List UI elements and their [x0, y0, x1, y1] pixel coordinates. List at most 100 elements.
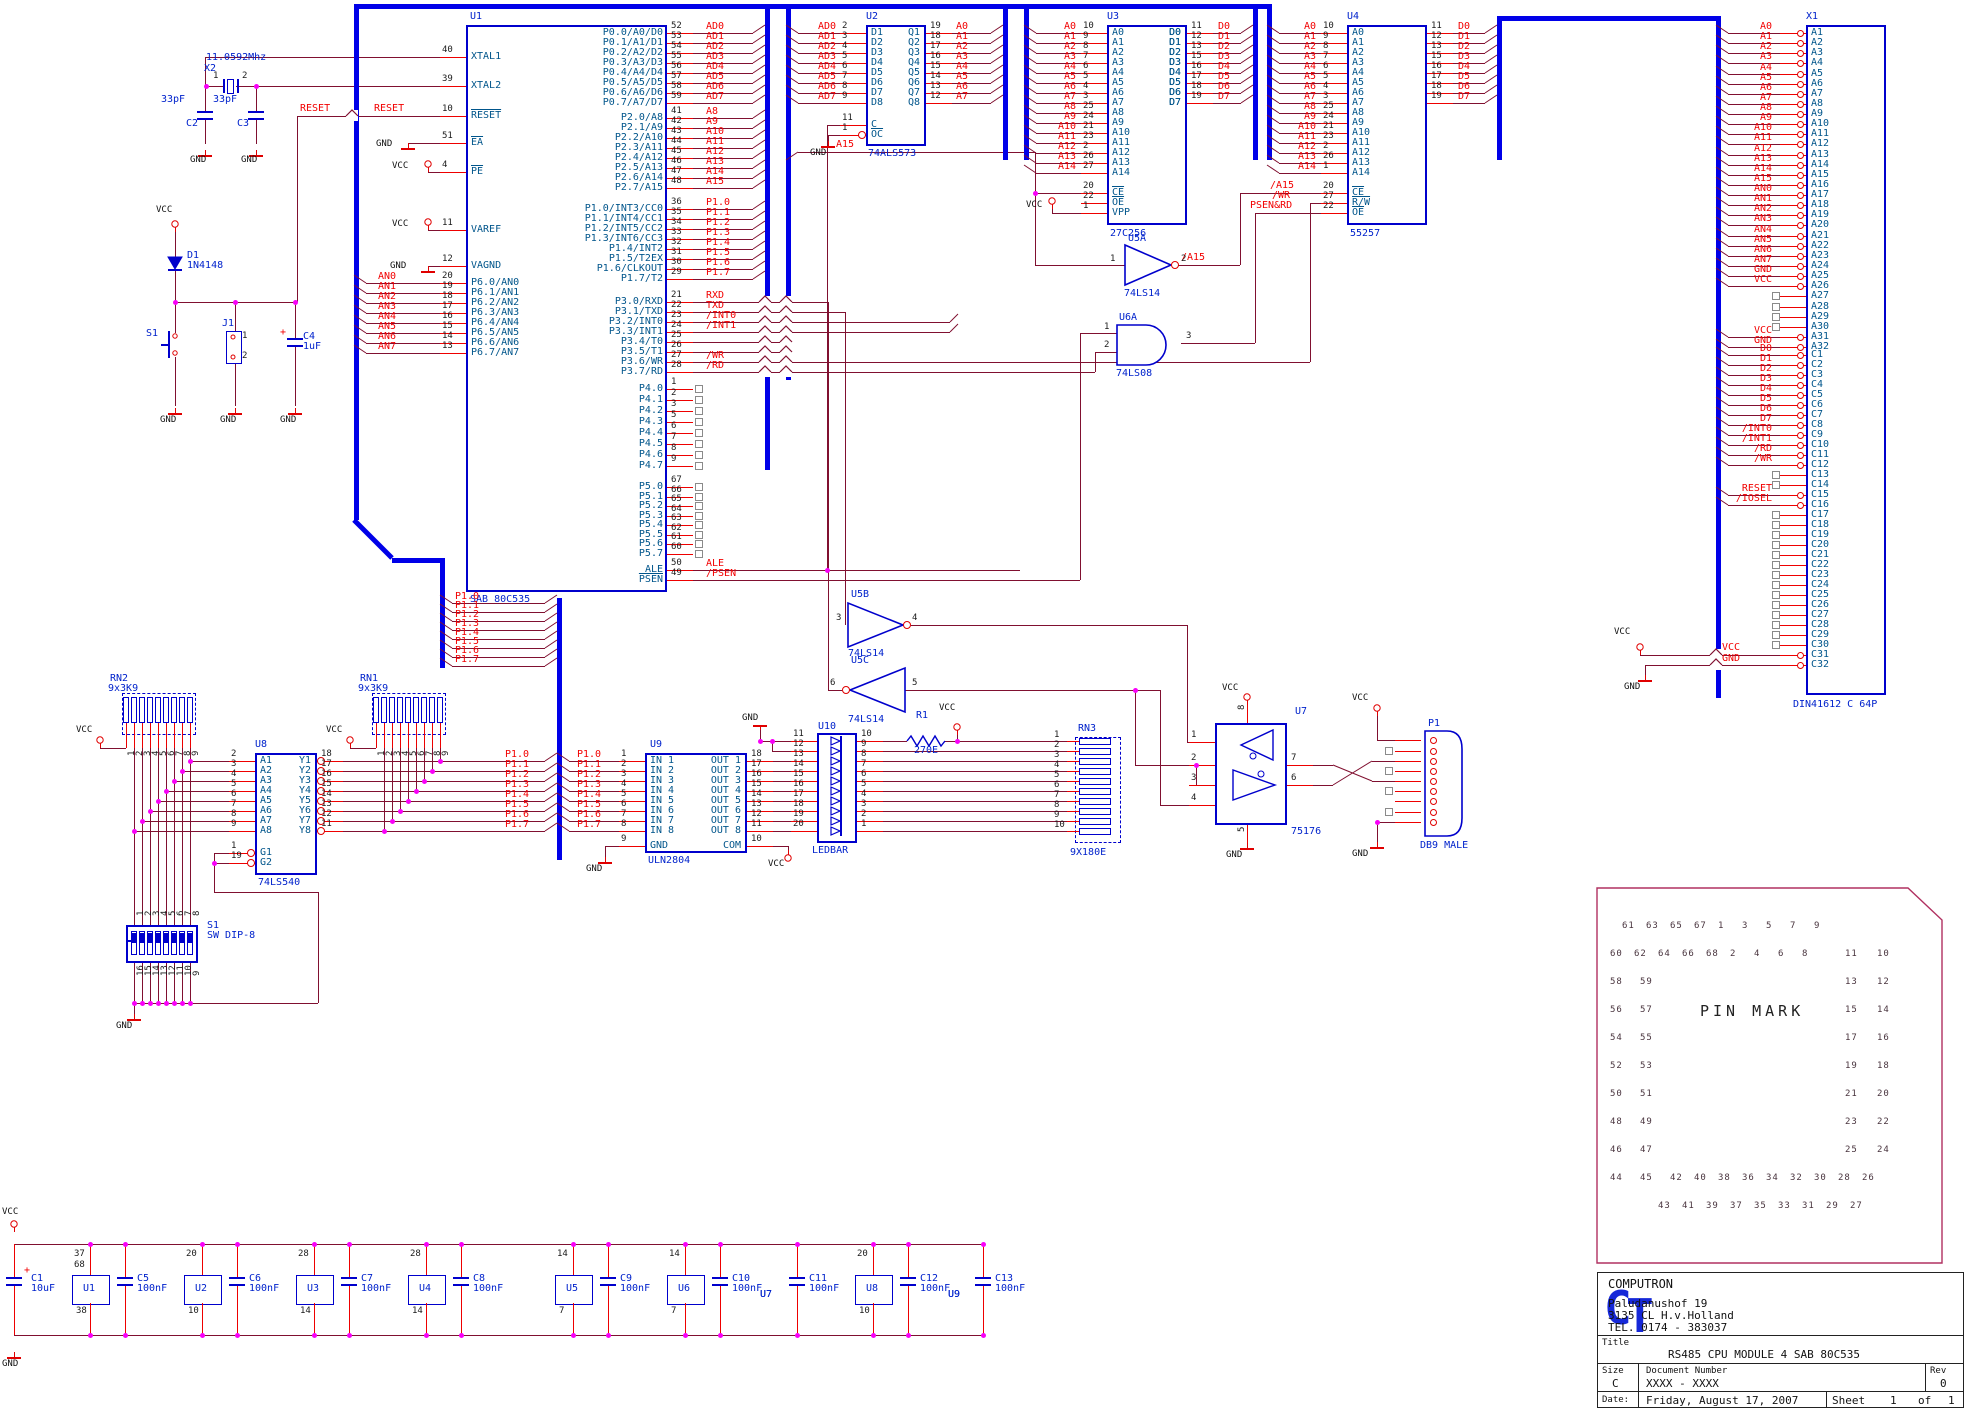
component-label: U5C	[851, 655, 870, 666]
pin-number: 18	[1191, 81, 1202, 91]
rnet-pin	[158, 723, 159, 748]
pin-stub	[747, 811, 773, 812]
bus-entry	[990, 74, 1004, 84]
pin-name: Y8	[298, 825, 311, 836]
bus-entry	[353, 334, 367, 344]
pinmark-number: 30	[1814, 1173, 1827, 1183]
bus	[440, 558, 445, 668]
pin-name: P0.0/A0/D0	[602, 27, 663, 38]
pin-name: A19	[1811, 209, 1830, 220]
net-label: AD6	[706, 81, 725, 92]
gnd-bar	[198, 155, 212, 157]
bus-hop	[779, 315, 793, 323]
pin-stub	[440, 57, 466, 58]
vcc-stem	[1640, 650, 1641, 655]
sheet-of-label: of	[1918, 1394, 1932, 1407]
dip-to-buffer-wire	[190, 761, 229, 762]
no-connect-square	[1385, 767, 1393, 775]
net-wire	[693, 372, 1095, 373]
pinmark-number: 48	[1610, 1117, 1623, 1127]
pin-stub	[1321, 193, 1347, 194]
pin-name: P5.3	[638, 510, 663, 521]
pin-name: P2.2/A10	[614, 132, 663, 143]
net-wire	[1036, 173, 1081, 174]
vcc-stem	[100, 743, 101, 748]
gnd-bar	[421, 271, 435, 273]
pin-number: 62	[671, 523, 682, 533]
pin-name: C	[871, 119, 878, 130]
pin-name: C5	[1811, 389, 1824, 400]
vcc-stem	[175, 227, 176, 232]
connector-pin-circle	[1797, 442, 1804, 449]
bus-entry	[752, 84, 766, 94]
pin-name: IN 2	[650, 765, 675, 776]
pin-name: C28	[1811, 619, 1830, 630]
pin-number: 5	[231, 779, 237, 789]
power-pin-block	[296, 1275, 334, 1305]
pin-number: 13	[930, 81, 941, 91]
pin-stub	[791, 831, 817, 832]
gnd-bar	[228, 413, 242, 415]
pin-stub	[1780, 455, 1806, 456]
pin-stub	[1321, 163, 1347, 164]
bus-entry	[439, 621, 453, 631]
pin-stub	[667, 544, 693, 545]
pin-stub	[667, 411, 693, 412]
rn1-column	[408, 748, 409, 801]
pin-number: 6	[621, 799, 627, 809]
pin-stub	[1780, 84, 1806, 85]
net-wire	[693, 188, 753, 189]
junction-dot	[148, 809, 153, 814]
bus-entry	[752, 54, 766, 64]
net-label: P1.3	[455, 618, 480, 629]
bus-entry	[752, 149, 766, 159]
component-label: 74LS08	[1116, 368, 1153, 379]
net-wire	[1036, 123, 1081, 124]
pin-number: 2	[242, 71, 248, 81]
pin-stub	[840, 33, 866, 34]
net-wire	[1728, 347, 1780, 348]
pin-name: P1.5/T2EX	[608, 253, 663, 264]
component-label: U5A	[1128, 233, 1147, 244]
pin-number: 7	[1083, 51, 1089, 61]
pin-stub	[440, 343, 466, 344]
net-wire	[1160, 690, 1161, 805]
vcc-label: VCC	[392, 219, 409, 229]
cap-plate	[900, 1277, 916, 1279]
net-wire	[693, 63, 753, 64]
bus-entry	[1484, 54, 1498, 64]
pin-name: A8	[1811, 98, 1824, 109]
bus-entry	[544, 621, 558, 631]
pin-number: 64	[671, 504, 682, 514]
pin-stub	[1780, 225, 1806, 226]
pinmark-number: 35	[1754, 1201, 1767, 1211]
pin-stub	[440, 172, 466, 173]
component-label: 27C256	[1110, 228, 1147, 239]
pin-name: A5	[1811, 68, 1824, 79]
net-label: A8	[1063, 101, 1076, 112]
pin-stub	[229, 771, 255, 772]
net-label: A7	[1759, 92, 1772, 103]
net-label: P1.7	[706, 267, 731, 278]
pin-stub	[667, 33, 693, 34]
block-lead	[573, 1303, 574, 1335]
pin-stub	[1780, 595, 1806, 596]
net-wire	[945, 741, 1067, 742]
cap-plate	[248, 118, 264, 120]
block-lead	[314, 1303, 315, 1335]
resistor-element	[421, 697, 427, 723]
pin-number: 13	[321, 799, 332, 809]
bus-entry	[752, 250, 766, 260]
pin-name: Y6	[298, 805, 311, 816]
net-label: ALE	[706, 558, 725, 569]
pin-stub	[1780, 114, 1806, 115]
dip-gnd-column	[134, 963, 135, 1003]
pin-stub	[1780, 405, 1806, 406]
pin-number: 28	[671, 360, 682, 370]
junction-dot	[233, 300, 238, 305]
cap-plate	[6, 1284, 22, 1286]
pin-name: D4	[871, 57, 884, 68]
net-wire	[1279, 53, 1321, 54]
pin-name: A9	[1352, 117, 1365, 128]
net-wire	[1728, 256, 1780, 257]
